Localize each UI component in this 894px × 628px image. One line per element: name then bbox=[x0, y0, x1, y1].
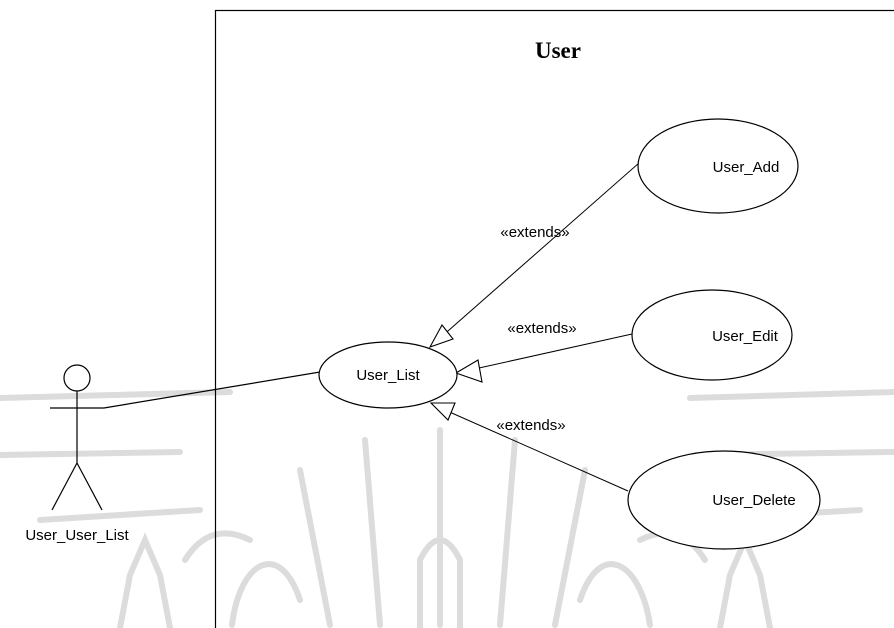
use-case-label-user-add: User_Add bbox=[713, 159, 780, 176]
use-case-user-edit[interactable] bbox=[631, 289, 793, 381]
actor[interactable] bbox=[50, 364, 104, 511]
extends-line-delete bbox=[444, 409, 629, 492]
actor-head bbox=[63, 364, 91, 392]
actor-right-leg bbox=[76, 462, 103, 511]
use-case-label-user-delete: User_Delete bbox=[712, 492, 795, 509]
extends-arrowhead-delete bbox=[429, 402, 456, 421]
use-case-label-user-edit: User_Edit bbox=[712, 328, 779, 345]
use-case-user-list[interactable] bbox=[318, 341, 458, 409]
extends-arrowhead-add bbox=[428, 324, 454, 348]
actor-name: User_User_List bbox=[25, 527, 129, 544]
use-case-label-user-list: User_List bbox=[356, 367, 420, 384]
system-boundary bbox=[214, 9, 894, 628]
extends-label-edit: «extends» bbox=[507, 320, 576, 337]
extends-label-delete: «extends» bbox=[496, 417, 565, 434]
extends-label-add: «extends» bbox=[500, 224, 569, 241]
extends-arrowhead-edit bbox=[454, 359, 483, 383]
system-boundary-title: User bbox=[535, 38, 581, 63]
extends-line-add bbox=[439, 162, 640, 339]
association-line bbox=[103, 371, 321, 409]
use-case-user-delete[interactable] bbox=[627, 450, 821, 550]
use-case-user-add[interactable] bbox=[637, 118, 799, 214]
actor-left-leg bbox=[51, 462, 78, 511]
extends-line-edit bbox=[469, 333, 633, 371]
